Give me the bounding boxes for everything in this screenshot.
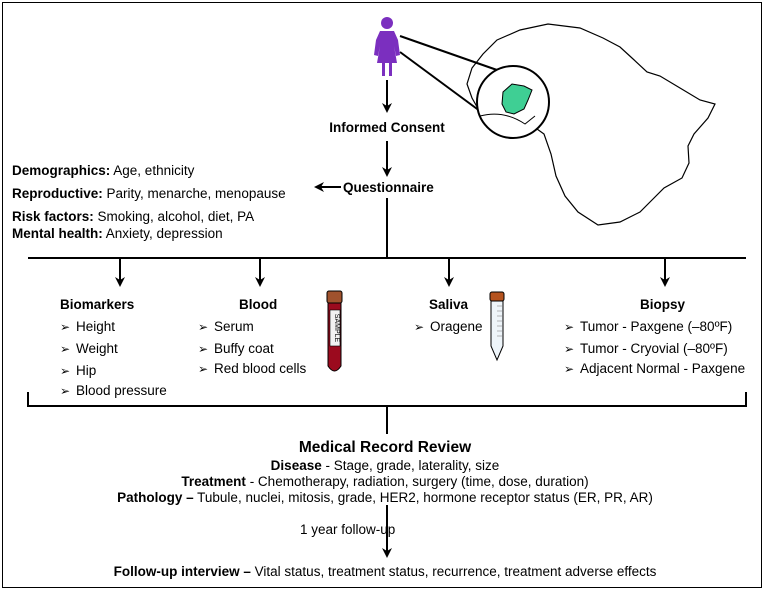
saliva-tube-icon [489, 291, 505, 362]
item-text: Age, ethnicity [110, 163, 195, 178]
list-item: ➢ Red blood cells [198, 361, 306, 377]
review-title: Medical Record Review [298, 439, 472, 456]
list-item: ➢ Tumor - Paxgene (–80ºF) [564, 319, 732, 335]
coastline [479, 113, 536, 125]
chevron-icon: ➢ [414, 320, 425, 334]
followup-interview: Follow-up interview – Vital status, trea… [114, 564, 657, 580]
chevron-icon: ➢ [564, 362, 575, 376]
chevron-icon: ➢ [564, 342, 575, 356]
chevron-icon: ➢ [564, 320, 575, 334]
chevron-icon: ➢ [60, 384, 71, 398]
review-line: Treatment - Chemotherapy, radiation, sur… [181, 474, 588, 490]
item-text: Parity, menarche, menopause [102, 186, 286, 201]
review-line-text: Tubule, nuclei, mitosis, grade, HER2, ho… [193, 490, 653, 505]
list-item: ➢ Serum [198, 319, 254, 335]
questionnaire-item: Risk factors: Smoking, alcohol, diet, PA [12, 209, 254, 225]
review-line-text: - Stage, grade, laterality, size [321, 458, 500, 473]
chevron-icon: ➢ [60, 342, 71, 356]
item-label: Mental health: [12, 226, 103, 241]
zoom-line-bottom [399, 51, 489, 118]
chevron-icon: ➢ [60, 364, 71, 378]
list-item-text: Blood pressure [76, 383, 167, 398]
item-text: Anxiety, depression [102, 226, 223, 241]
nigeria-icon [501, 83, 533, 115]
list-item: ➢ Height [60, 319, 115, 335]
biopsy-title: Biopsy [640, 297, 686, 312]
biomarkers-title: Biomarkers [60, 297, 135, 312]
chevron-icon: ➢ [60, 320, 71, 334]
saliva-title: Saliva [429, 297, 469, 312]
list-item: ➢ Oragene [414, 319, 483, 335]
list-item-text: Height [76, 319, 116, 334]
woman-icon [374, 17, 400, 76]
list-item: ➢ Buffy coat [198, 341, 274, 357]
list-item: ➢ Tumor - Cryovial (–80ºF) [564, 341, 728, 357]
review-line-label: Disease [270, 458, 322, 473]
followup-label: Follow-up interview – [113, 564, 251, 579]
review-line-label: Pathology – [117, 490, 194, 505]
followup-interval-label: 1 year follow-up [300, 522, 396, 537]
chevron-icon: ➢ [198, 320, 209, 334]
review-line: Pathology – Tubule, nuclei, mitosis, gra… [117, 490, 653, 506]
questionnaire-item: Demographics: Age, ethnicity [12, 163, 194, 179]
zoom-line-top [399, 35, 498, 71]
item-label: Demographics: [12, 163, 111, 178]
questionnaire-item: Reproductive: Parity, menarche, menopaus… [12, 186, 286, 202]
list-item-text: Oragene [430, 319, 483, 334]
list-item-text: Serum [214, 319, 254, 334]
item-label: Risk factors: [12, 209, 94, 224]
informed-consent-label: Informed Consent [329, 120, 445, 135]
blood-tube-icon: SAMPLE [326, 290, 343, 372]
list-item-text: Tumor - Paxgene (–80ºF) [580, 319, 733, 334]
chevron-icon: ➢ [198, 362, 209, 376]
followup-text: Vital status, treatment status, recurren… [250, 564, 657, 579]
list-item-text: Hip [76, 363, 97, 378]
list-item: ➢ Blood pressure [60, 383, 167, 399]
questionnaire-item: Mental health: Anxiety, depression [12, 226, 223, 242]
chevron-icon: ➢ [198, 342, 209, 356]
tube-label: SAMPLE [333, 314, 340, 343]
review-line-label: Treatment [181, 474, 246, 489]
review-line: Disease - Stage, grade, laterality, size [271, 458, 500, 474]
list-item-text: Weight [76, 341, 118, 356]
review-line-text: - Chemotherapy, radiation, surgery (time… [245, 474, 589, 489]
list-item-text: Red blood cells [214, 361, 307, 376]
list-item: ➢ Hip [60, 363, 96, 379]
list-item: ➢ Adjacent Normal - Paxgene [564, 361, 745, 377]
list-item-text: Tumor - Cryovial (–80ºF) [580, 341, 728, 356]
item-label: Reproductive: [12, 186, 103, 201]
list-item-text: Buffy coat [214, 341, 274, 356]
list-item: ➢ Weight [60, 341, 118, 357]
blood-title: Blood [239, 297, 278, 312]
list-item-text: Adjacent Normal - Paxgene [580, 361, 746, 376]
item-text: Smoking, alcohol, diet, PA [93, 209, 255, 224]
questionnaire-label: Questionnaire [343, 180, 434, 195]
